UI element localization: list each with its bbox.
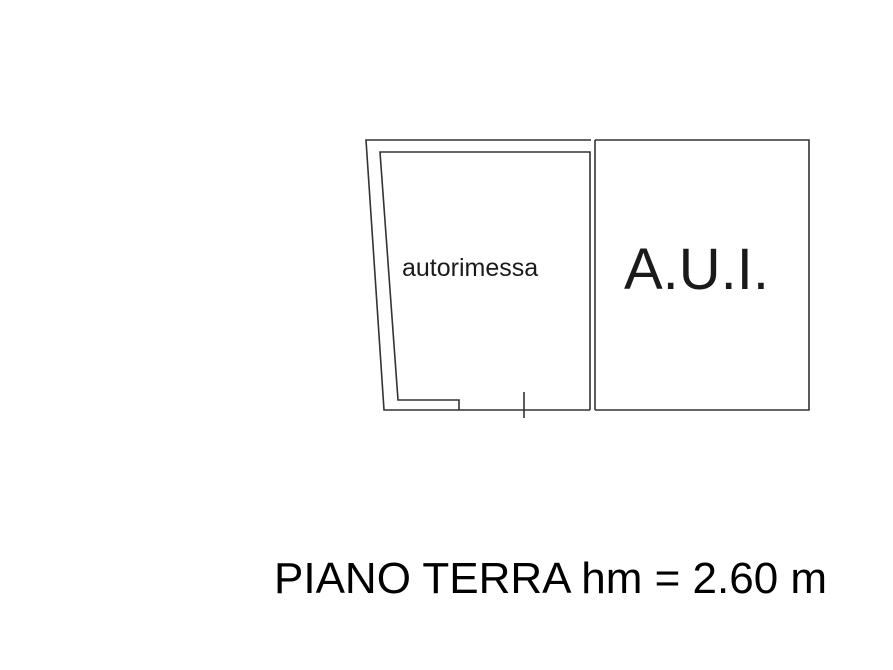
aui-room-outline: [595, 139, 810, 411]
outer-wall: [365, 139, 591, 411]
room-label-garage: autorimessa: [402, 254, 539, 282]
room-label-aui: A.U.I.: [624, 237, 770, 302]
floor-title: PIANO TERRA hm = 2.60 m: [274, 554, 828, 603]
plan-walls: [365, 139, 810, 418]
garage-inner-wall: [379, 151, 591, 410]
